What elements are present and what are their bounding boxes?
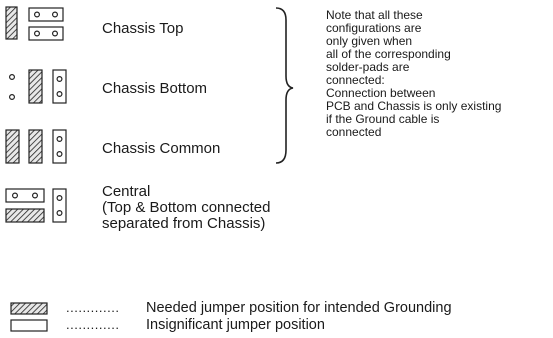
note-line: solder-pads are: [326, 60, 410, 74]
jumper-horizontal-open: [28, 26, 64, 41]
note-text: Note that all these configurations are o…: [326, 9, 501, 139]
legend-empty-swatch: [10, 319, 48, 332]
legend-needed-label: Needed jumper position for intended Grou…: [146, 300, 452, 316]
label-central-line-3: separated from Chassis): [102, 215, 266, 232]
jumper-vertical-hatched: [5, 6, 18, 40]
chassis-bottom-jumpers: [9, 69, 67, 104]
legend-dots-insignificant: .............: [66, 317, 120, 332]
jumper-vertical-hatched: [28, 69, 43, 104]
jumper-vertical-hatched: [5, 129, 20, 164]
label-chassis-top: Chassis Top: [102, 20, 184, 37]
central-jumpers: [5, 188, 67, 223]
jumper-horizontal-open: [28, 7, 64, 22]
note-line: configurations are: [326, 21, 422, 35]
jumper-vertical-open: [52, 188, 67, 223]
jumper-vertical-hatched: [28, 129, 43, 164]
jumper-horizontal-open: [5, 188, 45, 203]
note-line: only given when: [326, 34, 413, 48]
jumper-vertical-open: [52, 69, 67, 104]
note-line: all of the corresponding: [326, 47, 451, 61]
note-line: Note that all these: [326, 8, 423, 22]
note-line: connected: [326, 125, 382, 139]
legend-dots-needed: .............: [66, 300, 120, 315]
curly-brace: [275, 7, 294, 164]
label-chassis-common: Chassis Common: [102, 140, 221, 157]
chassis-top-jumpers: [5, 6, 64, 41]
chassis-common-jumpers: [5, 129, 67, 164]
jumper-vertical-open: [52, 129, 67, 164]
note-line: connected:: [326, 73, 385, 87]
note-line: if the Ground cable is: [326, 112, 440, 126]
note-line: Connection between: [326, 86, 436, 100]
legend-hatched-swatch: [10, 302, 48, 315]
label-central-line-2: (Top & Bottom connected: [102, 199, 271, 216]
note-line: PCB and Chassis is only existing: [326, 99, 502, 113]
label-chassis-bottom: Chassis Bottom: [102, 80, 208, 97]
legend-insignificant-label: Insignificant jumper position: [146, 317, 325, 333]
label-central: Central (Top & Bottom connected separate…: [102, 184, 270, 232]
label-central-line-1: Central: [102, 183, 151, 200]
jumper-horizontal-hatched: [5, 208, 45, 223]
